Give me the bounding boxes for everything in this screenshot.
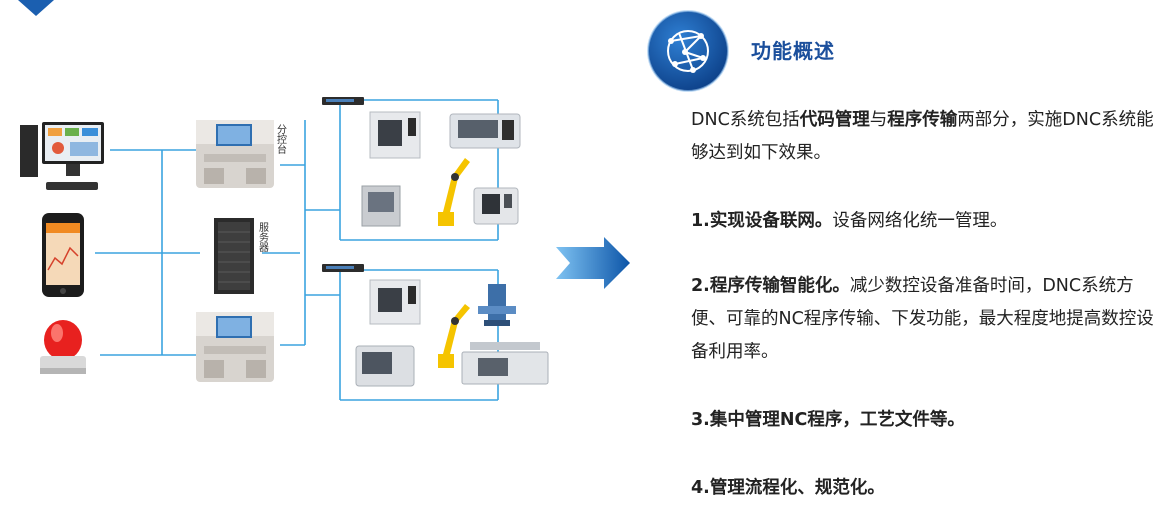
point-1-heading: 1.实现设备联网。: [691, 211, 833, 231]
control-console-icon-bottom: [196, 312, 274, 382]
connection-lines: [95, 99, 499, 401]
intro-bold-code-management: 代码管理: [799, 110, 870, 130]
dnc-network-diagram: 分控台 服务器: [20, 97, 549, 401]
milling-machine-icon: [478, 284, 516, 326]
cnc-lathe-icon-1: [449, 113, 521, 149]
desktop-computer-icon: [20, 122, 104, 190]
industrial-robot-arm-icon-2: [438, 304, 470, 368]
flow-arrow-icon: [556, 237, 630, 289]
intro-bold-program-transfer: 程序传输: [887, 110, 958, 130]
console-label-top: 分控台: [275, 124, 287, 155]
cnc-machining-center-icon-1: [369, 111, 421, 159]
server-rack-icon: [214, 218, 254, 294]
industrial-robot-arm-icon-1: [438, 158, 470, 226]
alarm-light-icon: [40, 320, 86, 374]
intro-suffix: 两部分，实施DNC系统能够达到如下效果。: [691, 110, 1154, 163]
point-4: 4.管理流程化、规范化。: [691, 472, 1161, 505]
point-3-heading: 3.集中管理NC程序，工艺文件等。: [691, 410, 965, 430]
cnc-machining-center-icon-2: [369, 279, 421, 325]
cnc-cabinet-icon-1: [361, 185, 401, 227]
intro-prefix: DNC系统包括: [691, 110, 800, 130]
smartphone-icon: [42, 213, 84, 297]
intro-paragraph: DNC系统包括代码管理与程序传输两部分，实施DNC系统能够达到如下效果。: [691, 104, 1161, 170]
network-switch-icon-bottom: [322, 264, 364, 272]
point-3: 3.集中管理NC程序，工艺文件等。: [691, 404, 1161, 437]
server-label: 服务器: [257, 222, 269, 253]
section-title: 功能概述: [751, 39, 835, 63]
point-1-text: 设备网络化统一管理。: [832, 211, 1008, 231]
point-2-text: 减少数控设备准备时间，DNC系统方便、可靠的NC程序传输、下发功能，最大程度地提…: [691, 276, 1154, 362]
corner-decoration: [18, 0, 54, 16]
intro-mid: 与: [869, 110, 888, 130]
cnc-machine-icon-1: [473, 187, 519, 225]
point-4-heading: 4.管理流程化、规范化。: [691, 478, 885, 498]
network-globe-icon: [647, 10, 729, 92]
point-2-heading: 2.程序传输智能化。: [691, 276, 850, 296]
cnc-lathe-icon-2: [355, 345, 415, 387]
control-console-icon-top: [196, 120, 274, 188]
network-switch-icon-top: [322, 97, 364, 105]
point-2: 2.程序传输智能化。减少数控设备准备时间，DNC系统方便、可靠的NC程序传输、下…: [691, 270, 1161, 369]
gantry-machine-icon: [461, 342, 549, 385]
point-1: 1.实现设备联网。设备网络化统一管理。: [691, 205, 1161, 238]
